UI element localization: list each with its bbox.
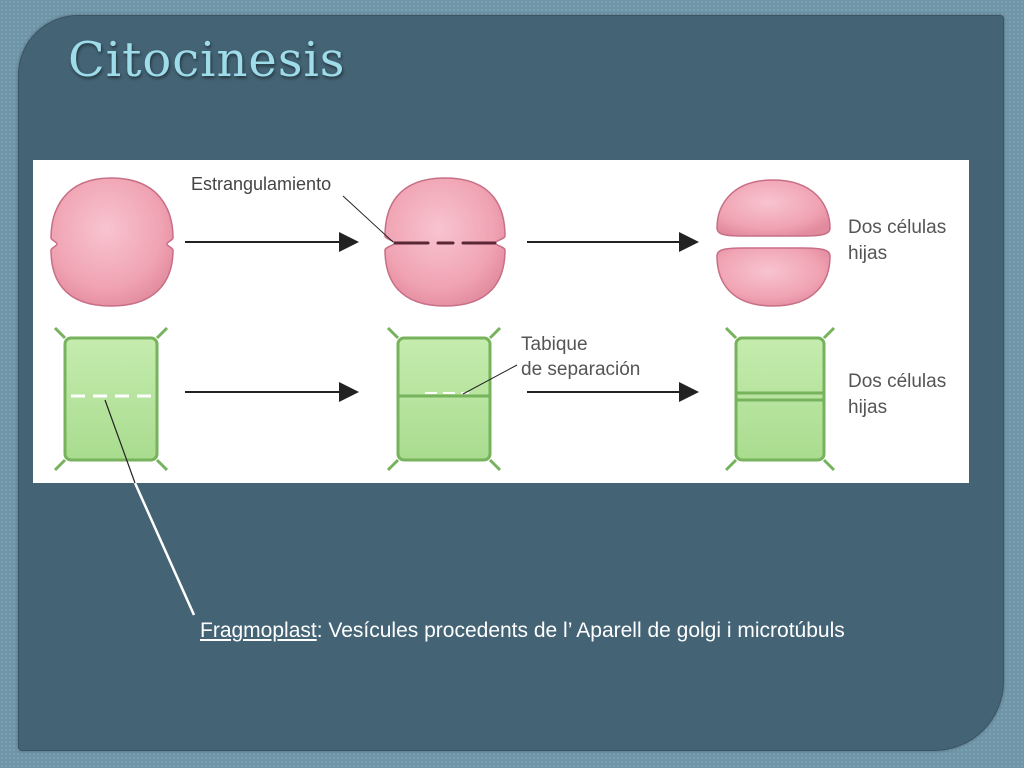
slide-title: Citocinesis xyxy=(68,32,346,88)
label-tabique-2: de separación xyxy=(521,359,640,380)
label-estrangulamiento: Estrangulamiento xyxy=(191,174,331,194)
tabique-pointer xyxy=(462,364,518,395)
cytokinesis-figure: Estrangulamiento Dos células hijas Tabiq… xyxy=(33,160,969,483)
label-dos-celulas-animal-1: Dos células xyxy=(848,217,946,238)
caption-text: : Vesícules procedents de l’ Aparell de … xyxy=(316,619,845,642)
animal-daughter-top xyxy=(716,179,831,237)
plant-daughter-cells xyxy=(724,326,836,472)
estrangulamiento-pointer xyxy=(342,195,394,243)
label-dos-celulas-plant-2: hijas xyxy=(848,397,887,418)
caption-term: Fragmoplast xyxy=(200,619,317,642)
animal-daughter-bottom xyxy=(716,247,831,307)
label-dos-celulas-animal-2: hijas xyxy=(848,243,887,264)
label-tabique-1: Tabique xyxy=(521,334,588,355)
animal-cell-1 xyxy=(50,177,174,307)
caption: Fragmoplast: Vesícules procedents de l’ … xyxy=(200,619,845,643)
plant-cell-1 xyxy=(53,326,169,472)
fragmoplast-pointer-inner xyxy=(104,399,136,483)
animal-cell-2 xyxy=(384,177,506,307)
plant-cell-2 xyxy=(386,326,502,472)
label-dos-celulas-plant-1: Dos células xyxy=(848,371,946,392)
